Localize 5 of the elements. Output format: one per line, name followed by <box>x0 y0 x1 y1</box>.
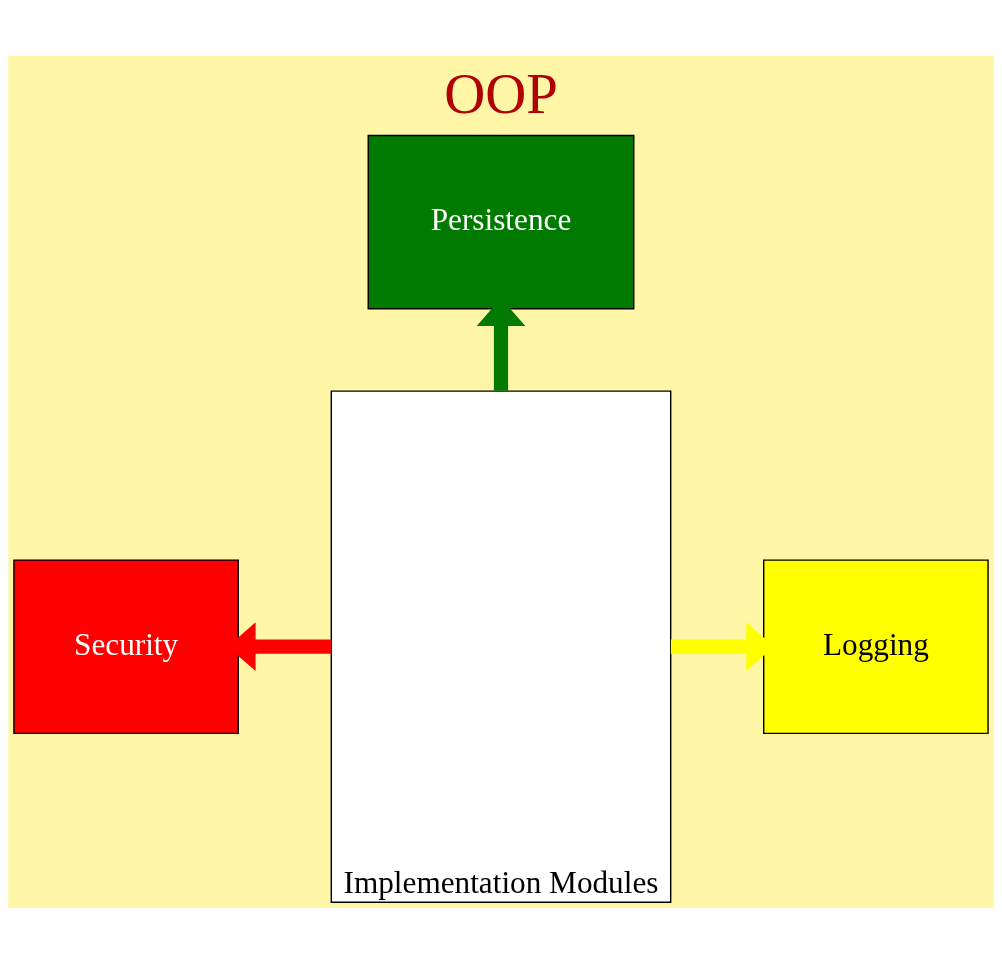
diagram-title: OOP <box>444 61 558 125</box>
node-box: Implementation Modules <box>330 389 672 903</box>
node-box: Logging <box>763 558 989 734</box>
node-box: Security <box>13 558 239 734</box>
node-box: Persistence <box>367 134 635 309</box>
